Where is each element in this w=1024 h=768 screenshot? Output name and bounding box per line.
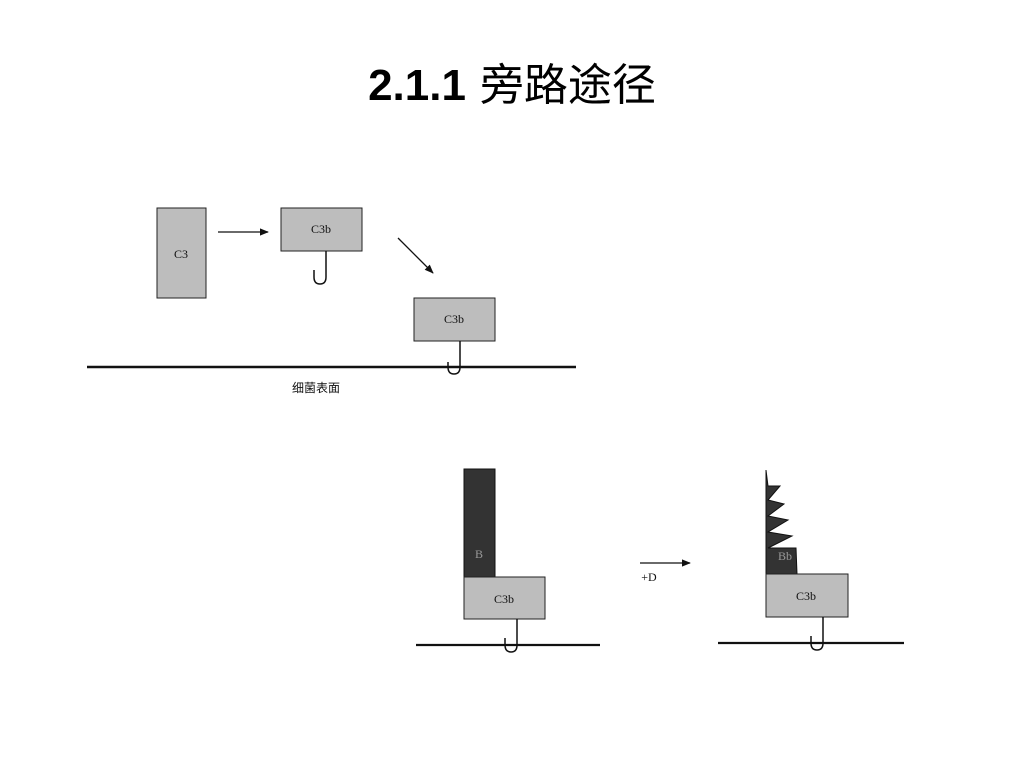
thioester-hook [447,341,461,375]
factor-b-block: B [463,468,496,579]
thioester-hook [313,251,327,285]
c3b-free-label: C3b [311,222,331,236]
c3b-bound-label: C3b [444,312,464,326]
c3-box: C3 [156,207,207,299]
arrow-c3b-to-surface [397,237,434,274]
thioester-hook [504,619,518,653]
bb-label: Bb [778,549,792,563]
plus-d-label: +D [641,570,657,584]
c3b-box-free: C3b [280,207,363,285]
title-number: 2.1.1 [368,61,466,110]
thioester-hook [810,617,824,651]
c3b-box-bound: C3b [413,297,496,375]
c3b-box-lower-right: C3b [765,573,849,651]
c3b-lower-right-label: C3b [796,589,816,603]
slide-title: 2.1.1 旁路途径 [0,60,1024,111]
title-text: 旁路途径 [479,60,656,111]
surface-caption: 细菌表面 [292,381,340,395]
factor-bb-block: Bb [765,469,798,575]
c3b-lower-left-label: C3b [494,592,514,606]
b-label: B [475,547,483,561]
c3-label: C3 [174,247,188,261]
c3b-box-lower-left: C3b [463,576,546,653]
